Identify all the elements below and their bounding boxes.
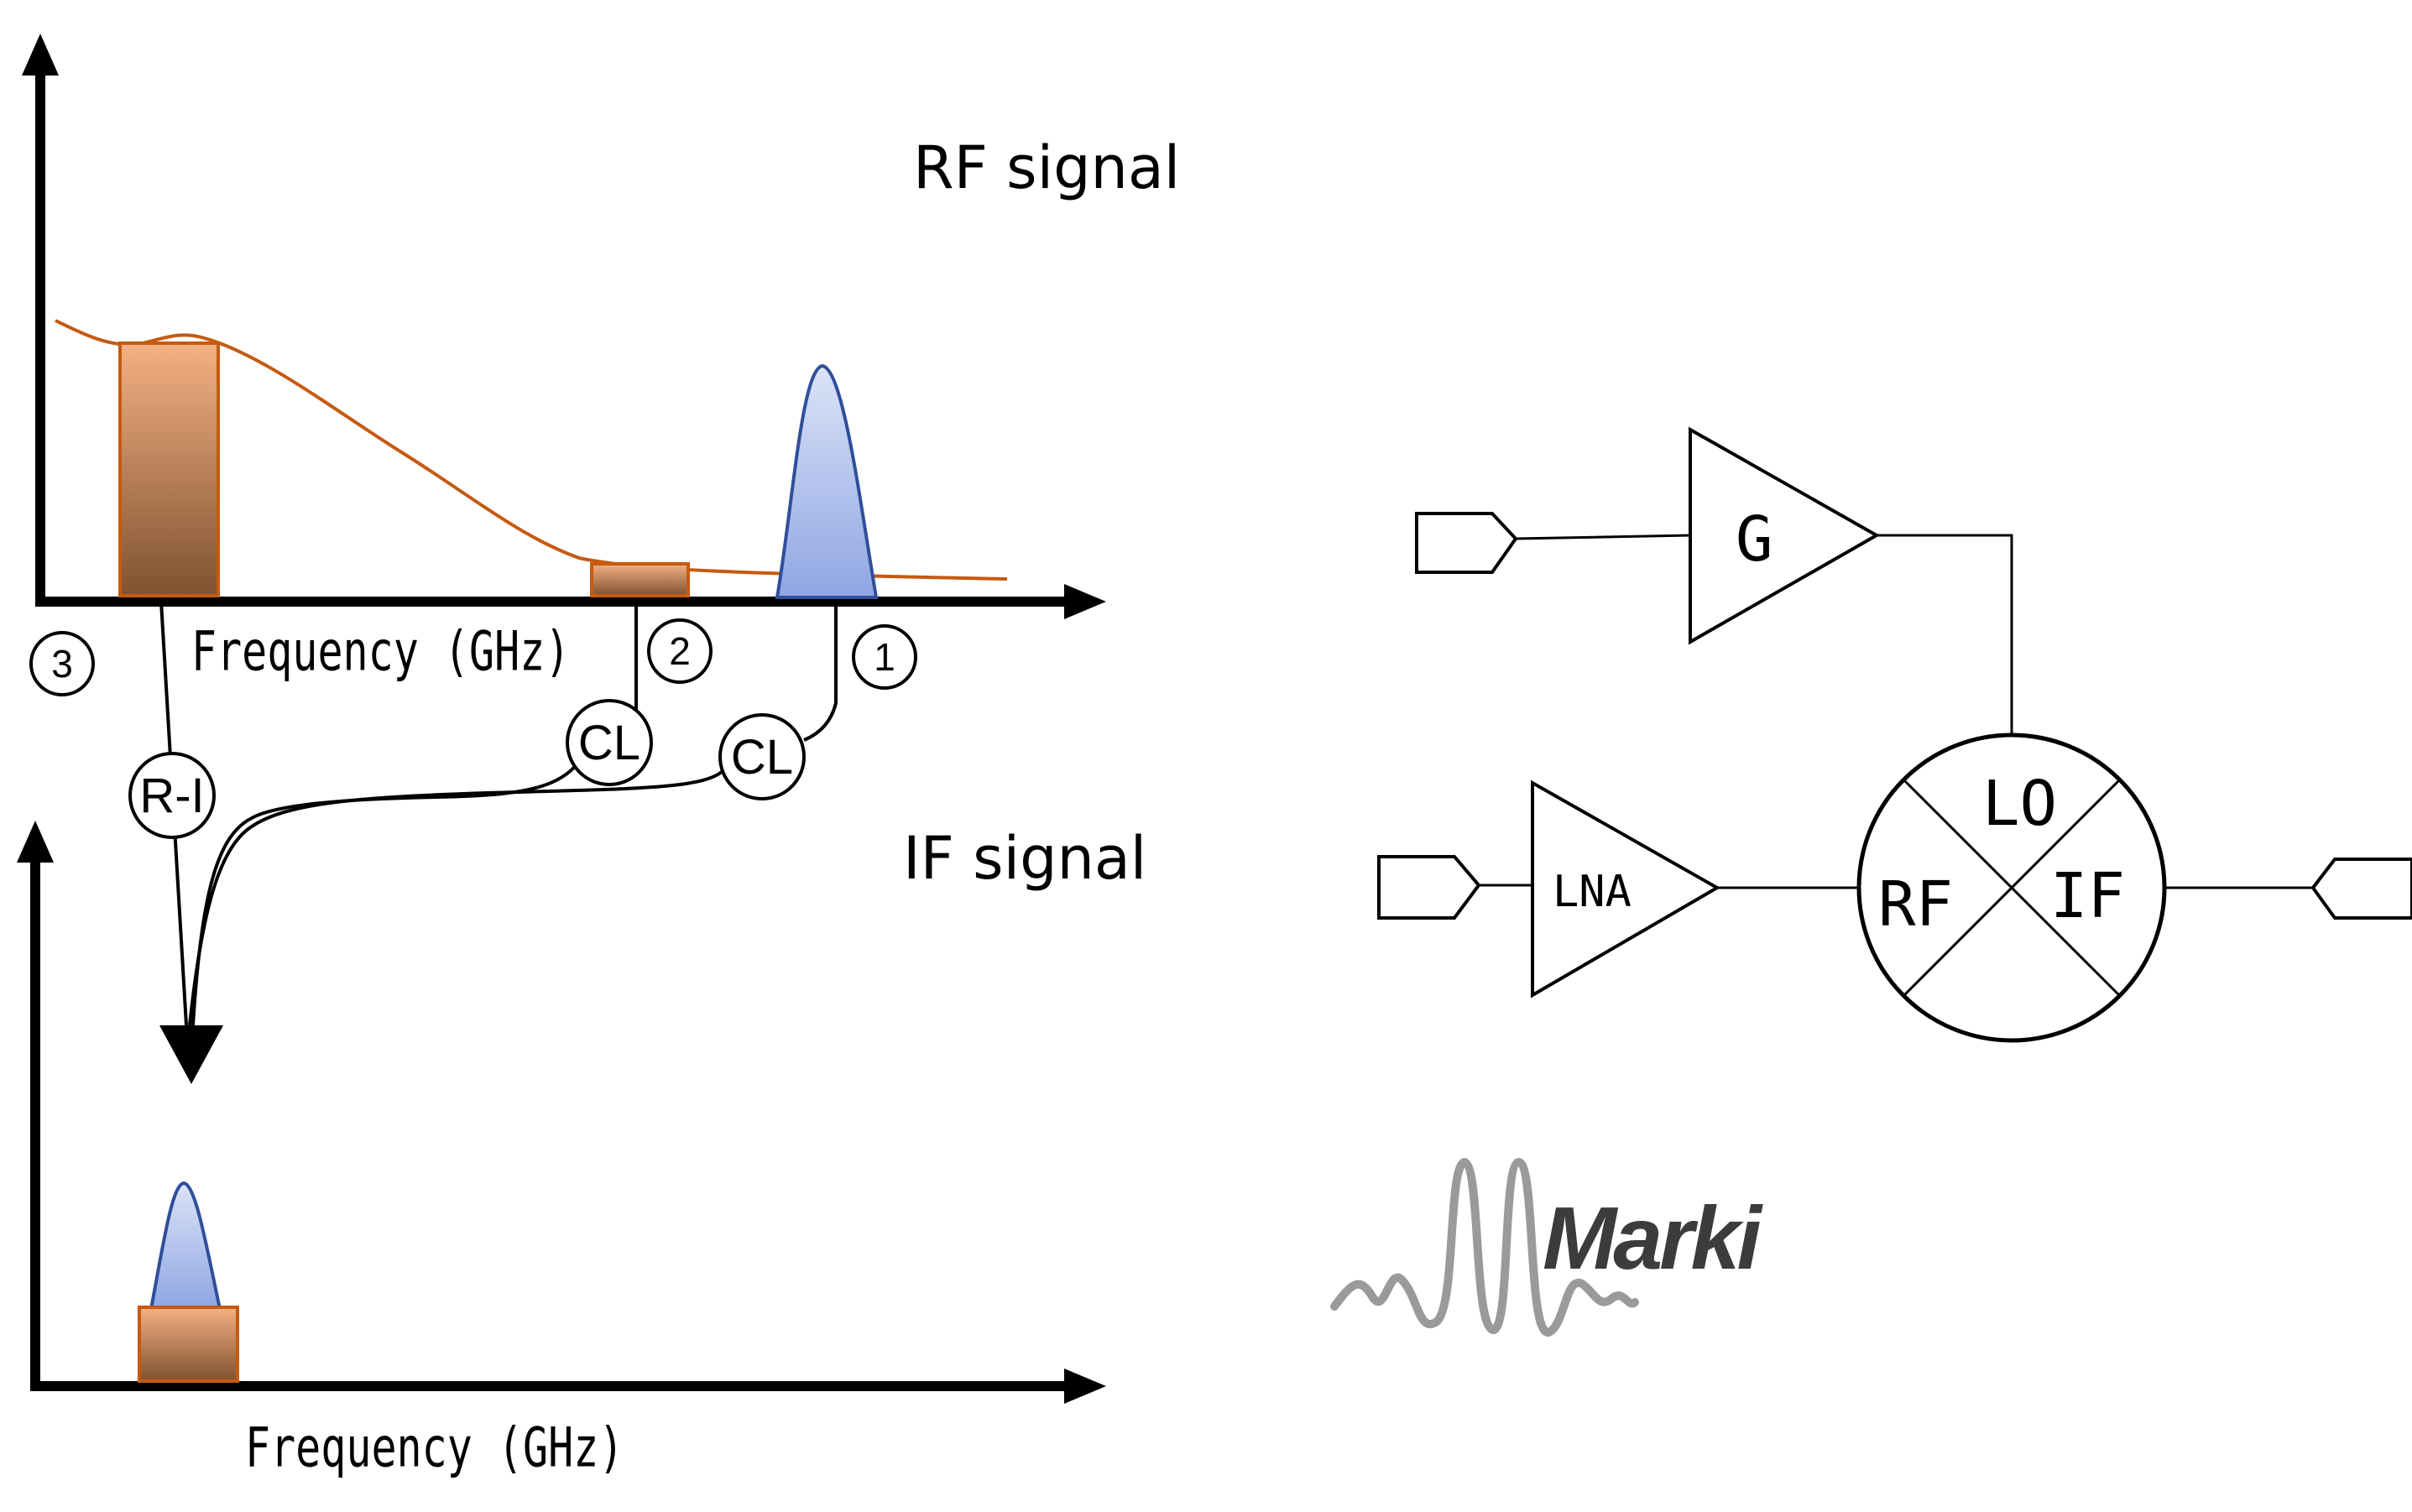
if-x-axis-label: Frequency (GHz) (245, 1416, 624, 1479)
rf-input-port-icon (1377, 855, 1481, 920)
lna-amplifier-icon (1531, 779, 1721, 998)
marker-3: 3 (29, 631, 95, 696)
marker-1: 1 (852, 624, 917, 690)
mixer-lo-label: LO (1982, 768, 2057, 840)
if-signal-peak (149, 1181, 222, 1311)
cl-node-a-label: CL (578, 716, 640, 770)
marker-2: 2 (647, 618, 713, 684)
rf-spectrum-plot: RF signal Frequency (GHz) 3 2 1 (22, 34, 1180, 696)
rf-spur-block-3 (118, 342, 220, 597)
if-y-axis-arrow-icon (17, 821, 54, 863)
marker-3-circle-icon (29, 631, 95, 696)
if-spectrum-plot: IF signal Frequency (GHz) (17, 821, 1146, 1479)
converge-arrow-icon (159, 1025, 223, 1084)
lo-wire-2 (1877, 534, 2013, 737)
mixer-icon: LO RF IF (1856, 733, 2167, 1043)
rf-signal-peak (775, 363, 879, 599)
ri-node: R-I (128, 752, 216, 839)
marker-2-circle-icon (647, 618, 713, 684)
marker-1-label: 1 (874, 635, 895, 679)
lo-wire-1 (1515, 534, 1691, 540)
mixer-cross-b (1902, 778, 2122, 998)
logo-wave-icon (1330, 1158, 1639, 1337)
conversion-paths: CL CL R-I (128, 601, 838, 1084)
marker-1-circle-icon (852, 624, 917, 690)
lo-input-port-icon (1415, 512, 1518, 574)
mixer-if-label: IF (2050, 860, 2125, 932)
marki-logo: Marki (1330, 1158, 1767, 1337)
rf-x-axis-arrow-icon (1064, 584, 1106, 619)
ri-node-label: R-I (139, 769, 204, 823)
gain-amplifier-icon (1689, 426, 1881, 645)
ri-node-circle-icon (128, 752, 216, 839)
if-output-port-icon (2310, 858, 2412, 920)
rf-x-axis-label: Frequency (GHz) (191, 619, 570, 683)
rf-signal-title: RF signal (913, 133, 1180, 202)
if-spur-block (138, 1306, 239, 1383)
mixer-block-diagram: G LNA LO RF IF (1377, 426, 2412, 1043)
cl-node-b-circle-icon (718, 713, 806, 800)
lna-label: LNA (1553, 867, 1631, 917)
logo-text: Marki (1543, 1189, 1763, 1288)
mixer-rf-label: RF (1878, 868, 1953, 941)
gain-label: G (1736, 503, 1773, 576)
rf-y-axis-arrow-icon (22, 34, 59, 76)
if-x-axis-arrow-icon (1064, 1369, 1106, 1404)
cl-node-a: CL (566, 699, 653, 786)
cl-node-b-label: CL (731, 730, 793, 785)
rf-spur-block-2 (590, 562, 690, 597)
cl-path-2 (191, 607, 638, 1026)
cl-node-b: CL (718, 713, 806, 800)
cl-node-a-circle-icon (566, 699, 653, 786)
marker-2-label: 2 (669, 629, 691, 673)
marker-3-label: 3 (51, 642, 73, 686)
cl-path-1 (188, 607, 838, 1026)
if-signal-title: IF signal (903, 824, 1146, 893)
